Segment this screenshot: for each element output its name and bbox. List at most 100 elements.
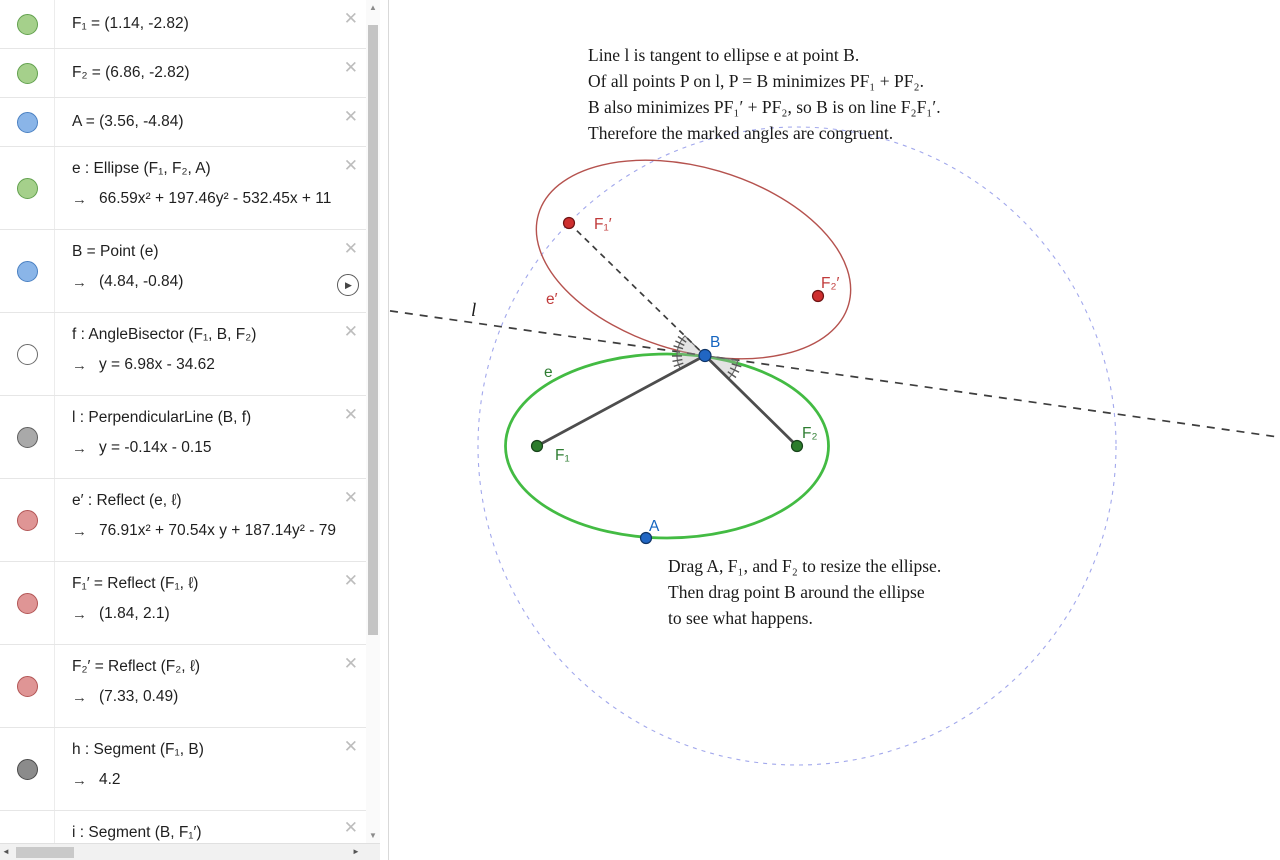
object-definition[interactable]: F₁′ = Reflect (F₁, ℓ) [72,575,199,592]
output-arrow-icon: → [72,273,87,291]
segment-B-F1-prime[interactable] [568,222,706,357]
output-arrow-icon: → [72,605,87,623]
algebra-row-B[interactable]: B = Point (e) → (4.84, -0.84) ✕ ▶ [0,230,366,313]
ellipse-e[interactable] [504,352,830,540]
close-icon[interactable]: ✕ [343,322,358,341]
vertical-scrollbar[interactable]: ▲ ▼ [366,0,380,843]
algebra-row-h[interactable]: h : Segment (F₁, B) →4.2 ✕ [0,728,366,811]
scroll-right-icon[interactable]: ► [352,847,360,856]
ellipse-e-prime[interactable] [513,126,875,393]
object-value: (1.84, 2.1) [99,605,170,622]
close-icon[interactable]: ✕ [343,488,358,507]
label-F1-prime[interactable]: F₁′ [594,216,612,233]
visibility-marble-icon[interactable] [16,111,38,133]
object-definition[interactable]: i : Segment (B, F₁′) [72,824,202,841]
visibility-marble-icon[interactable] [16,260,38,282]
label-F1[interactable]: F₁ [555,447,570,464]
close-icon[interactable]: ✕ [343,156,358,175]
output-arrow-icon: → [72,356,87,374]
close-icon[interactable]: ✕ [343,239,358,258]
object-definition[interactable]: l : PerpendicularLine (B, f) [72,409,252,426]
object-definition[interactable]: F₁ = (1.14, -2.82) [72,15,189,32]
algebra-row-F1-prime[interactable]: F₁′ = Reflect (F₁, ℓ) → (1.84, 2.1) ✕ [0,562,366,645]
object-value: y = -0.14x - 0.15 [99,439,212,456]
algebra-row-F1[interactable]: F₁ = (1.14, -2.82) ✕ [0,0,366,49]
scroll-up-icon[interactable]: ▲ [369,3,377,12]
object-value: 66.59x² + 197.46y² - 532.45x + 11 [99,190,332,207]
close-icon[interactable]: ✕ [343,654,358,673]
visibility-marble-icon[interactable] [16,426,38,448]
visibility-marble-icon[interactable] [16,675,38,697]
object-definition[interactable]: e′ : Reflect (e, ℓ) [72,492,182,509]
close-icon[interactable]: ✕ [343,818,358,837]
instruction-text-bottom: Drag A, F₁, and F₂ to resize the ellipse… [668,556,941,628]
output-arrow-icon: → [72,439,87,457]
visibility-marble-icon[interactable] [16,509,38,531]
algebra-view: F₁ = (1.14, -2.82) ✕ F₂ = (6.86, -2.82) … [0,0,366,860]
algebra-row-F2[interactable]: F₂ = (6.86, -2.82) ✕ [0,49,366,98]
output-arrow-icon: → [72,688,87,706]
object-definition[interactable]: f : AngleBisector (F₁, B, F₂) [72,326,257,343]
algebra-row-e[interactable]: e : Ellipse (F₁, F₂, A) → 66.59x² + 197.4… [0,147,366,230]
algebra-row-A[interactable]: A = (3.56, -4.84) ✕ [0,98,366,147]
algebra-row-e-prime[interactable]: e′ : Reflect (e, ℓ) → 76.91x² + 70.54x y … [0,479,366,562]
point-F2[interactable] [790,439,804,453]
output-arrow-icon: → [72,190,87,208]
algebra-row-l[interactable]: l : PerpendicularLine (B, f) → y = -0.14x… [0,396,366,479]
point-B[interactable] [698,348,712,363]
object-value: 4.2 [99,771,121,788]
visibility-marble-icon[interactable] [16,62,38,84]
object-definition[interactable]: F₂′ = Reflect (F₂, ℓ) [72,658,201,675]
svg-text:Therefore the marked angles ar: Therefore the marked angles are congruen… [588,123,893,143]
scroll-left-icon[interactable]: ◄ [2,847,10,856]
tangent-line-l[interactable] [389,310,1280,439]
instruction-text-top: Line l is tangent to ellipse e at point … [588,45,941,143]
visibility-marble-icon[interactable] [16,592,38,614]
output-arrow-icon: → [72,522,87,540]
segment-B-F2[interactable] [703,354,799,448]
vertical-scrollbar-thumb[interactable] [368,25,378,635]
label-F2[interactable]: F₂ [802,425,818,442]
label-A[interactable]: A [649,518,660,535]
horizontal-scrollbar[interactable]: ◄ ► [0,843,380,860]
object-value: (7.33, 0.49) [99,688,179,705]
label-l[interactable]: l [471,300,476,321]
object-definition[interactable]: A = (3.56, -4.84) [72,113,184,130]
algebra-row-f[interactable]: f : AngleBisector (F₁, B, F₂) → y = 6.98x… [0,313,366,396]
scroll-down-icon[interactable]: ▼ [369,831,377,840]
object-definition[interactable]: B = Point (e) [72,243,159,260]
object-value: y = 6.98x - 34.62 [99,356,215,373]
graphics-view[interactable]: B A F₁ F₂ F₁′ F₂′ e e′ l Line l is tange… [388,0,1280,860]
close-icon[interactable]: ✕ [343,107,358,126]
algebra-row-F2-prime[interactable]: F₂′ = Reflect (F₂, ℓ) → (7.33, 0.49) ✕ [0,645,366,728]
close-icon[interactable]: ✕ [343,737,358,756]
close-icon[interactable]: ✕ [343,58,358,77]
close-icon[interactable]: ✕ [343,405,358,424]
label-F2-prime[interactable]: F₂′ [821,275,839,292]
visibility-marble-icon[interactable] [16,758,38,780]
label-e-prime[interactable]: e′ [546,291,558,308]
label-e[interactable]: e [544,364,553,381]
close-icon[interactable]: ✕ [343,571,358,590]
object-definition[interactable]: e : Ellipse (F₁, F₂, A) [72,160,211,177]
point-F2-prime[interactable] [811,289,825,303]
point-F1-prime[interactable] [562,216,576,230]
visibility-marble-icon[interactable] [16,13,38,35]
visibility-marble-icon[interactable] [16,343,38,365]
auxiliary-dashed-circle[interactable] [477,126,1117,766]
segment-F1-B[interactable] [535,354,707,448]
point-F1[interactable] [530,439,544,453]
animate-play-button[interactable]: ▶ [337,274,359,296]
label-B[interactable]: B [710,334,720,351]
horizontal-scrollbar-thumb[interactable] [16,847,74,858]
object-value: 76.91x² + 70.54x y + 187.14y² - 79 [99,522,336,539]
object-definition[interactable]: F₂ = (6.86, -2.82) [72,64,190,81]
svg-text:Drag A, F₁, and F₂ to resize: Drag A, F₁, and F₂ to resize the ellipse… [668,556,941,576]
point-A[interactable] [639,531,653,545]
close-icon[interactable]: ✕ [343,9,358,28]
svg-text:Line l is tangent to ellipse e: Line l is tangent to ellipse e at point … [588,45,859,65]
visibility-marble-icon[interactable] [16,177,38,199]
object-definition[interactable]: h : Segment (F₁, B) [72,741,204,758]
object-value: (4.84, -0.84) [99,273,184,290]
